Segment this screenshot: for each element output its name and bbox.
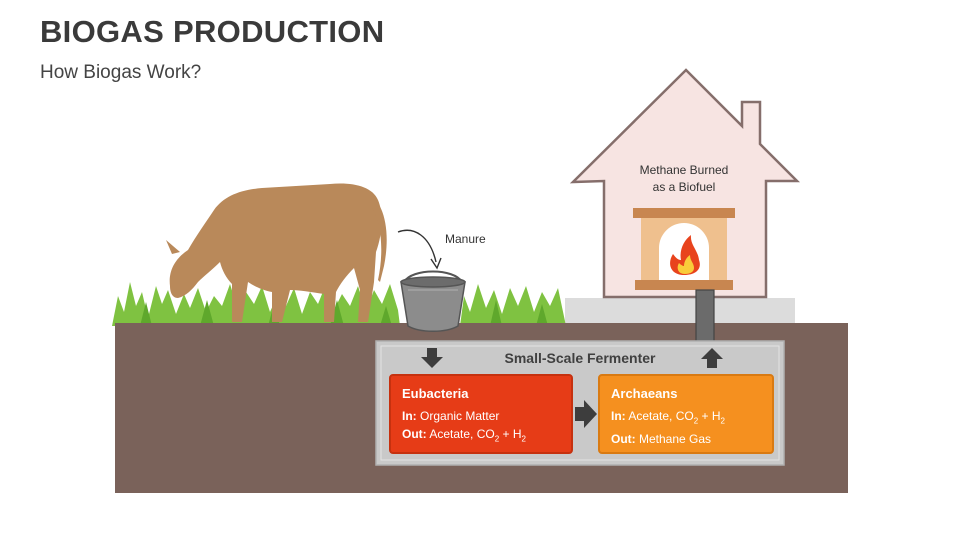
house-caption-line2: as a Biofuel (652, 180, 716, 194)
house-caption-line1: Methane Burned (639, 163, 729, 177)
right-arrow-icon (575, 400, 597, 428)
cow (166, 183, 387, 322)
house-caption: Methane Burned as a Biofuel (614, 162, 754, 196)
house (569, 68, 801, 299)
eubacteria-output: Out: Acetate, CO2 + H2 (402, 427, 526, 444)
up-arrow-icon (701, 348, 723, 368)
archaeans-output: Out: Methane Gas (611, 432, 712, 447)
page-title: BIOGAS PRODUCTION (40, 14, 385, 49)
house-body (569, 68, 801, 299)
fermenter-title: Small-Scale Fermenter (504, 350, 656, 366)
archaeans-box: Archaeans In: Acetate, CO2 + H2 Out: Met… (598, 374, 774, 454)
fire-inner-icon (677, 255, 694, 274)
eubacteria-input: In: Organic Matter (402, 409, 500, 423)
page-subtitle: How Biogas Work? (40, 62, 202, 83)
house-foundation (565, 298, 795, 324)
down-arrow-icon (421, 348, 443, 368)
archaeans-title: Archaeans (611, 386, 678, 401)
eubacteria-title: Eubacteria (402, 386, 469, 401)
fireplace-hearth (635, 280, 733, 290)
fermenter-inner (380, 345, 780, 461)
manure-arrowhead (430, 257, 442, 270)
bucket (400, 270, 466, 332)
gas-pipe (695, 289, 715, 347)
eubacteria-box: Eubacteria In: Organic Matter Out: Aceta… (389, 374, 573, 454)
fireplace-mantel (633, 208, 735, 218)
manure-label: Manure (445, 232, 486, 246)
archaeans-input: In: Acetate, CO2 + H2 (611, 409, 725, 426)
manure-arrow (397, 229, 437, 263)
